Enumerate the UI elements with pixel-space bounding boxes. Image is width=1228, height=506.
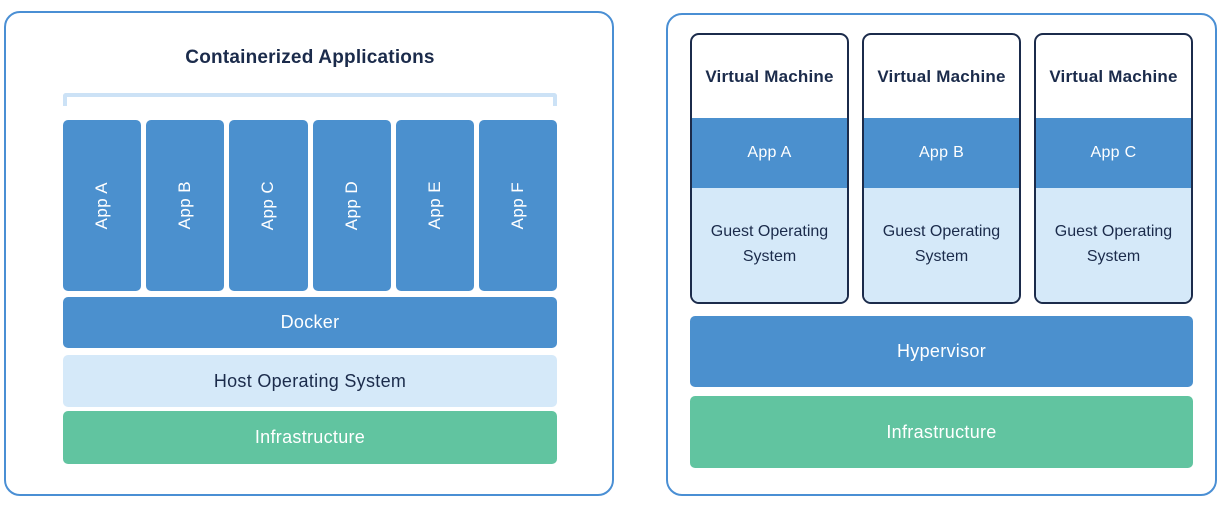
hypervisor-layer: Hypervisor	[690, 316, 1193, 387]
container-app-label: App A	[92, 181, 112, 230]
vm-row: Virtual Machine App A Guest Operating Sy…	[690, 33, 1193, 304]
container-apps-row: App A App B App C App D App E App F	[63, 120, 558, 291]
host-os-layer: Host Operating System	[63, 355, 557, 407]
container-app-bar: App A	[63, 120, 142, 291]
containers-title: Containerized Applications	[185, 47, 435, 68]
guest-os-layer: Guest Operating System	[692, 188, 847, 302]
vm-box: Virtual Machine App A Guest Operating Sy…	[690, 33, 849, 304]
vm-title: Virtual Machine	[877, 66, 1006, 86]
vm-box: Virtual Machine App C Guest Operating Sy…	[1034, 33, 1193, 304]
container-app-label: App B	[175, 181, 195, 230]
vm-app-layer: App C	[1036, 118, 1191, 188]
vm-app-layer: App A	[692, 118, 847, 188]
containers-bracket	[63, 93, 557, 106]
container-app-bar: App D	[312, 120, 391, 291]
docker-layer: Docker	[63, 297, 557, 348]
container-app-bar: App E	[395, 120, 474, 291]
infrastructure-layer: Infrastructure	[63, 411, 557, 464]
container-app-bar: App C	[229, 120, 308, 291]
vms-panel: Virtual Machine App A Guest Operating Sy…	[666, 13, 1217, 496]
container-app-label: App E	[424, 181, 444, 230]
container-app-label: App F	[507, 181, 527, 230]
vm-title: Virtual Machine	[705, 66, 834, 86]
container-app-label: App D	[341, 180, 361, 231]
vm-title: Virtual Machine	[1049, 66, 1178, 86]
container-app-label: App C	[258, 180, 278, 231]
guest-os-layer: Guest Operating System	[864, 188, 1019, 302]
infrastructure-layer: Infrastructure	[690, 396, 1193, 468]
containers-panel: Containerized Applications App A App B A…	[4, 11, 614, 496]
vm-app-layer: App B	[864, 118, 1019, 188]
vm-box: Virtual Machine App B Guest Operating Sy…	[862, 33, 1021, 304]
container-app-bar: App F	[478, 120, 558, 291]
container-app-bar: App B	[146, 120, 225, 291]
guest-os-layer: Guest Operating System	[1036, 188, 1191, 302]
